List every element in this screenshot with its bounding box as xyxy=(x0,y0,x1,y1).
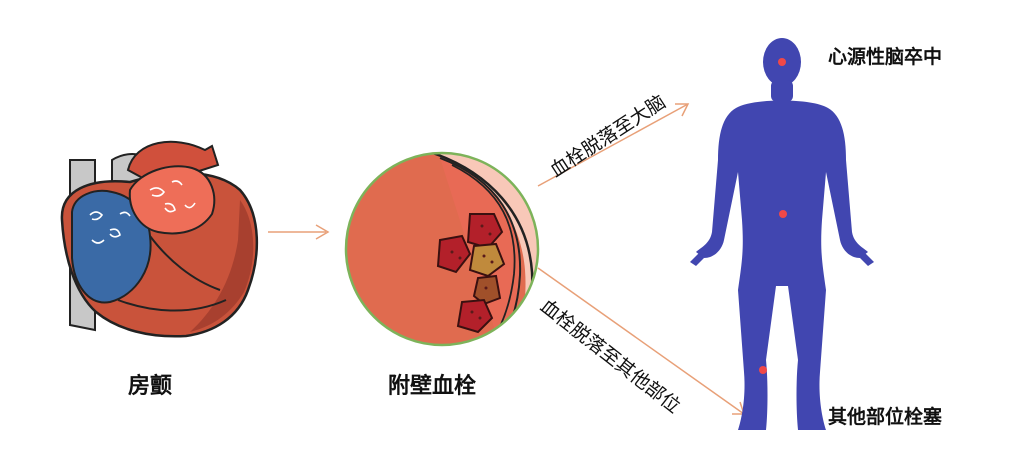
marker-abdomen xyxy=(779,210,787,218)
arrow-heart-to-thrombus xyxy=(268,224,330,240)
heart-illustration xyxy=(60,140,259,338)
label-mural-thrombus: 附壁血栓 xyxy=(388,374,477,399)
marker-leg xyxy=(759,366,767,374)
right-atrium xyxy=(71,190,152,304)
embolus-markers xyxy=(759,58,787,374)
label-atrial-fibrillation: 房颤 xyxy=(128,374,173,399)
human-body-silhouette xyxy=(690,38,874,430)
label-other-embolism: 其他部位栓塞 xyxy=(828,406,943,428)
arrow-to-brain xyxy=(537,103,690,187)
label-stroke: 心源性脑卒中 xyxy=(828,46,943,68)
marker-brain xyxy=(778,58,786,66)
mural-thrombus-cells xyxy=(436,213,506,334)
left-atrium xyxy=(128,165,216,235)
thrombus-magnifier xyxy=(344,151,540,347)
